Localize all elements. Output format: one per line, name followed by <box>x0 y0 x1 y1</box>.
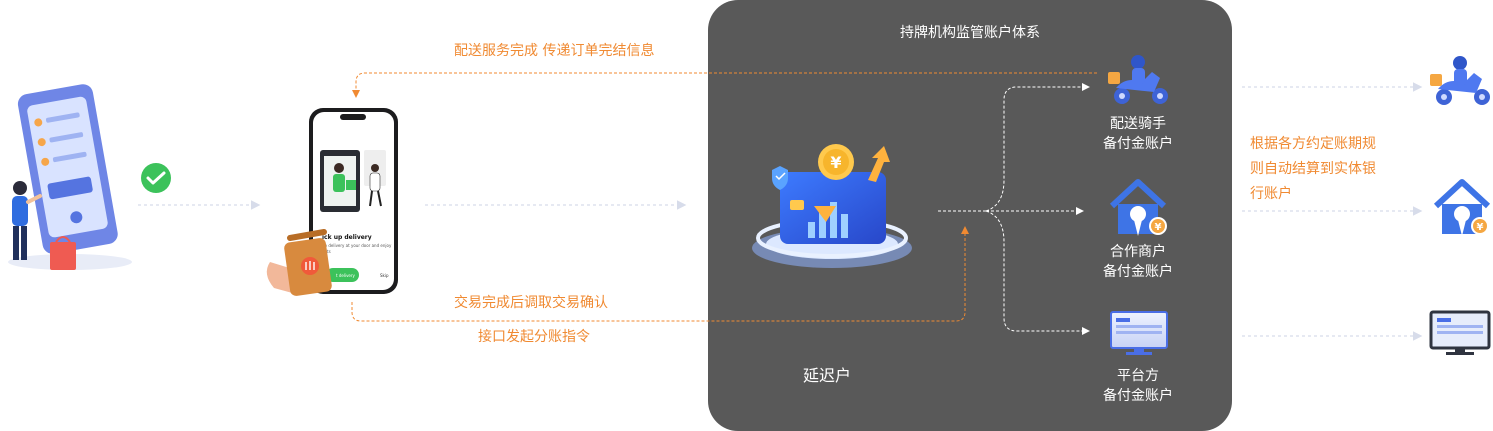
split-instruction-note: 接口发起分账指令 <box>478 329 590 345</box>
rider-account-line1: 配送骑手 <box>1110 116 1166 132</box>
merchant-account-line1: 合作商户 <box>1110 244 1166 260</box>
platform-monitor-icon <box>1110 311 1168 355</box>
bank-platform-icon <box>1429 310 1491 355</box>
settlement-note-line-2: 则自动结算到实体银 <box>1250 161 1376 177</box>
bank-merchant-icon: ¥ <box>1433 179 1491 236</box>
rider-icon <box>1108 55 1168 104</box>
settlement-note-line-1: 根据各方约定账期规 <box>1250 136 1376 152</box>
delayed-account-label: 延迟户 <box>803 366 852 385</box>
delivery-phone <box>309 108 398 294</box>
svg-text:¥: ¥ <box>1477 222 1484 233</box>
split-instruction-line <box>351 226 969 322</box>
platform-account-line1: 平台方 <box>1117 368 1159 384</box>
platform-account-label: 平台方 备付金账户 <box>1083 366 1193 406</box>
merchant-account-line2: 备付金账户 <box>1103 264 1173 280</box>
shopping-tablet-illustration <box>8 84 132 270</box>
merchant-account-label: 合作商户 备付金账户 <box>1083 242 1193 282</box>
svg-text:¥: ¥ <box>830 153 841 172</box>
panel-title: 持牌机构监管账户体系 <box>900 25 1040 41</box>
phone-card-title: ick up delivery <box>322 234 372 241</box>
svg-text:¥: ¥ <box>1155 222 1162 233</box>
merchant-home-icon: ¥ <box>1109 179 1167 236</box>
transaction-confirm-note: 交易完成后调取交易确认 <box>454 295 608 311</box>
rider-account-label: 配送骑手 备付金账户 <box>1083 114 1193 154</box>
settlement-note: 根据各方约定账期规 则自动结算到实体银 行账户 <box>1250 132 1376 207</box>
bank-rider-icon <box>1430 56 1490 105</box>
order-complete-note: 配送服务完成 传递订单完结信息 <box>454 43 655 59</box>
phone-card-text-1: up delivery at your door and enjoy <box>322 243 392 248</box>
phone-get-delivery-button: t delivery <box>336 273 356 278</box>
delayed-account-icon: ¥ <box>752 144 912 268</box>
settlement-note-line-3: 行账户 <box>1250 186 1292 202</box>
phone-skip-button: Skip <box>380 273 389 278</box>
order-complete-feedback-line <box>352 72 1097 98</box>
rider-account-line2: 备付金账户 <box>1103 136 1173 152</box>
delivery-bag-icon <box>266 229 332 296</box>
platform-account-line2: 备付金账户 <box>1103 388 1173 404</box>
distribution-branches <box>938 83 1090 335</box>
wechat-pay-icon <box>141 163 171 193</box>
